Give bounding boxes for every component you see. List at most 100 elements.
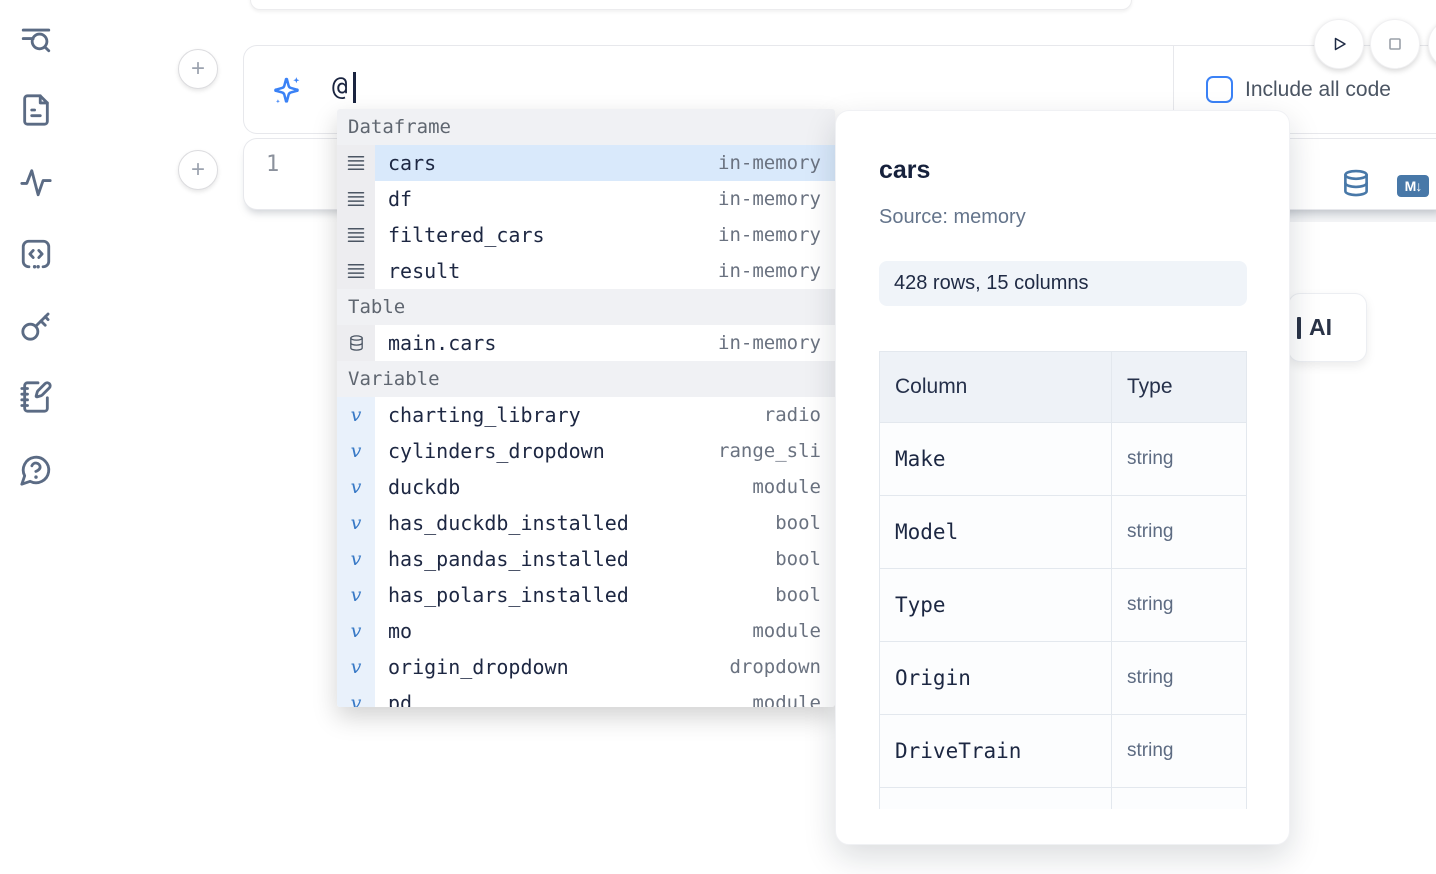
- schema-column-type: [1111, 787, 1247, 809]
- autocomplete-item[interactable]: v origin_dropdown dropdown: [337, 649, 835, 685]
- variable-icon: v: [337, 433, 375, 469]
- include-all-code-label: Include all code: [1245, 77, 1391, 101]
- ai-button-label: AI: [1309, 314, 1332, 340]
- rows-icon: [337, 145, 375, 181]
- autocomplete-item-meta: module: [752, 476, 821, 498]
- schema-column-type: string: [1111, 495, 1247, 569]
- autocomplete-item-name: duckdb: [388, 475, 461, 499]
- dataframe-preview-popup: cars Source: memory 428 rows, 15 columns…: [835, 110, 1290, 845]
- line-number: 1: [266, 152, 280, 177]
- stop-cell-button[interactable]: [1370, 19, 1420, 69]
- preview-source: Source: memory: [879, 206, 1026, 228]
- rows-icon: [337, 181, 375, 217]
- autocomplete-item-meta: in-memory: [718, 224, 821, 246]
- autocomplete-section-header: Dataframe: [337, 109, 835, 145]
- key-icon[interactable]: [18, 308, 54, 344]
- autocomplete-item-name: pd: [388, 691, 413, 707]
- autocomplete-item-meta: bool: [775, 584, 821, 606]
- autocomplete-item-meta: dropdown: [729, 656, 821, 678]
- autocomplete-item-meta: bool: [775, 512, 821, 534]
- variable-icon: v: [337, 685, 375, 707]
- autocomplete-item-name: mo: [388, 619, 413, 643]
- autocomplete-item-name: cars: [388, 151, 437, 175]
- schema-header-row: Column Type: [879, 351, 1247, 423]
- cell-output-band: [1280, 209, 1436, 222]
- variable-icon: v: [337, 505, 375, 541]
- code-square-icon[interactable]: [18, 236, 54, 272]
- autocomplete-item-meta: in-memory: [718, 332, 821, 354]
- activity-icon[interactable]: [18, 164, 54, 200]
- list-search-icon[interactable]: [18, 22, 54, 58]
- previous-cell-edge: [250, 0, 1132, 10]
- schema-header-column: Column: [879, 351, 1112, 423]
- schema-column-type: string: [1111, 641, 1247, 715]
- preview-title: cars: [879, 156, 931, 184]
- autocomplete-item-name: has_duckdb_installed: [388, 511, 629, 535]
- notebook-pen-icon[interactable]: [18, 379, 54, 415]
- include-all-code-checkbox[interactable]: [1206, 76, 1233, 103]
- autocomplete-item[interactable]: main.cars in-memory: [337, 325, 835, 361]
- schema-column-type: string: [1111, 422, 1247, 496]
- autocomplete-item-name: has_polars_installed: [388, 583, 629, 607]
- stop-icon: [1389, 38, 1401, 50]
- input-divider: [1173, 46, 1174, 133]
- sparkles-icon: [274, 77, 300, 104]
- schema-header-type: Type: [1111, 351, 1247, 423]
- play-icon: [1334, 37, 1346, 51]
- schema-column-name: [879, 787, 1112, 809]
- sidebar: [0, 0, 72, 874]
- variable-icon: v: [337, 577, 375, 613]
- markdown-export-icon[interactable]: M↓: [1397, 174, 1429, 197]
- help-bubble-icon[interactable]: [18, 452, 54, 488]
- variable-icon: v: [337, 613, 375, 649]
- autocomplete-item-name: origin_dropdown: [388, 655, 569, 679]
- schema-column-name: Type: [879, 568, 1112, 642]
- schema-column-name: DriveTrain: [879, 714, 1112, 788]
- autocomplete-section-header: Variable: [337, 361, 835, 397]
- rows-icon: [337, 253, 375, 289]
- clipped-letter: [1297, 316, 1301, 339]
- variable-icon: v: [337, 469, 375, 505]
- autocomplete-item-name: main.cars: [388, 331, 497, 355]
- autocomplete-item[interactable]: df in-memory: [337, 181, 835, 217]
- schema-column-name: Origin: [879, 641, 1112, 715]
- text-cursor: [353, 72, 356, 103]
- schema-column-name: Make: [879, 422, 1112, 496]
- autocomplete-item[interactable]: v has_duckdb_installed bool: [337, 505, 835, 541]
- autocomplete-item-name: df: [388, 187, 413, 211]
- autocomplete-item-name: result: [388, 259, 461, 283]
- ai-button-fragment[interactable]: AI: [1288, 293, 1367, 362]
- schema-column-name: Model: [879, 495, 1112, 569]
- datasource-icon[interactable]: [1341, 167, 1371, 204]
- autocomplete-item-meta: in-memory: [718, 152, 821, 174]
- autocomplete-item-meta: in-memory: [718, 188, 821, 210]
- add-cell-above-button[interactable]: +: [178, 49, 218, 89]
- autocomplete-item[interactable]: cars in-memory: [337, 145, 835, 181]
- add-cell-below-button[interactable]: +: [178, 150, 218, 190]
- autocomplete-item-meta: radio: [763, 404, 821, 426]
- variable-icon: v: [337, 649, 375, 685]
- ai-prompt-input[interactable]: @: [332, 72, 348, 102]
- file-text-icon[interactable]: [18, 92, 54, 128]
- variable-icon: v: [337, 541, 375, 577]
- autocomplete-item[interactable]: v has_polars_installed bool: [337, 577, 835, 613]
- run-cell-button[interactable]: [1314, 19, 1364, 69]
- autocomplete-item-name: has_pandas_installed: [388, 547, 629, 571]
